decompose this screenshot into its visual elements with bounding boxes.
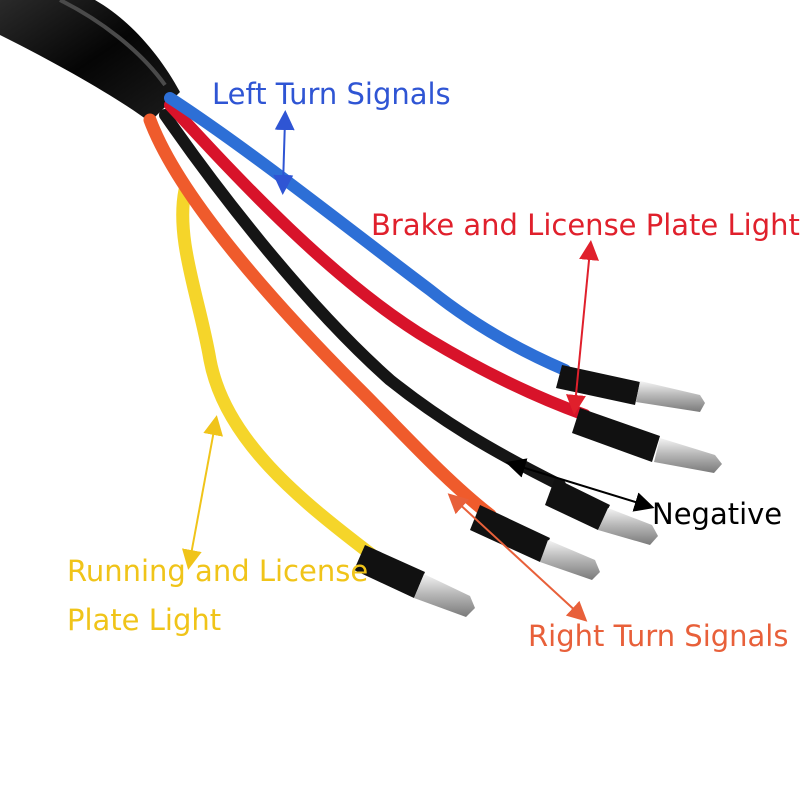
wire-orange	[143, 113, 497, 522]
arrow-right-turn	[447, 493, 588, 622]
label-right-turn-signals: Right Turn Signals	[528, 619, 789, 653]
wire-red	[164, 99, 591, 421]
label-running-line2: Plate Light	[67, 603, 222, 637]
label-negative: Negative	[652, 497, 783, 531]
cable-sheath	[0, 0, 180, 122]
arrow-negative	[505, 458, 655, 512]
connector-red	[572, 408, 722, 473]
arrow-brake	[566, 240, 599, 415]
label-running-line1: Running and License	[67, 554, 369, 588]
label-brake-license-plate: Brake and License Plate Light	[371, 208, 800, 242]
arrow-left-turn	[273, 110, 295, 195]
arrow-running	[181, 415, 224, 570]
wire-blue	[164, 92, 571, 376]
cable-sheath-highlight	[59, 0, 167, 87]
connector-black	[545, 478, 658, 545]
connector-yellow	[354, 545, 475, 617]
label-left-turn-signals: Left Turn Signals	[212, 77, 451, 111]
wire-yellow	[176, 183, 379, 562]
wire-black	[159, 109, 566, 491]
